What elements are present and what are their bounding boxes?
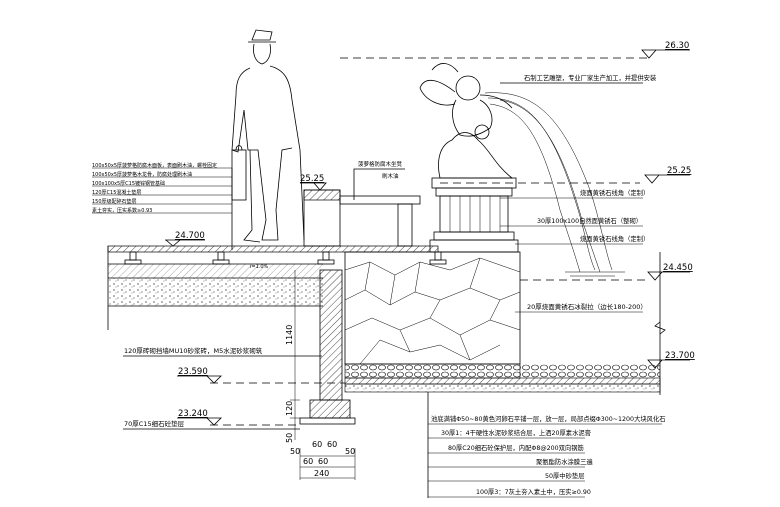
svg-text:30厚100x100自然面黄锈石（整砌）: 30厚100x100自然面黄锈石（整砌） bbox=[537, 216, 642, 225]
stone-wall bbox=[344, 251, 666, 395]
svg-text:菠萝格防腐木坐凳: 菠萝格防腐木坐凳 bbox=[358, 160, 403, 168]
elevation-23-240: 23.240 bbox=[178, 409, 208, 419]
dim-lower-b: 60 bbox=[318, 457, 328, 466]
deck-label: 150厚级配碎石垫层 bbox=[92, 198, 137, 205]
water-jet bbox=[484, 92, 625, 277]
svg-text:100厚3：7灰土夯入素土中，压实≥0.90: 100厚3：7灰土夯入素土中，压实≥0.90 bbox=[476, 487, 591, 496]
deck: i=1.0% bbox=[107, 245, 447, 330]
dim-right-offset: 50 bbox=[345, 447, 355, 456]
dim-lower-a: 60 bbox=[303, 457, 313, 466]
sculpture-pedestal bbox=[429, 177, 519, 253]
deck-label: 100x50x5厚菠萝格防腐木面板，表面刷木油，螺栓固定 bbox=[92, 162, 217, 169]
planter-bench bbox=[303, 189, 421, 247]
elevation-24-700: 24.700 bbox=[175, 231, 205, 241]
deck-label: 120厚C15混凝土垫层 bbox=[92, 189, 141, 196]
dim-base: 50 bbox=[285, 433, 294, 443]
dim-upper-a: 60 bbox=[312, 440, 322, 449]
deck-label: 100x50x5厚菠萝格木龙骨，防腐处理刷木油 bbox=[92, 171, 192, 178]
deck-label: 素土夯实，压实系数≥0.93 bbox=[92, 207, 152, 214]
deck-label: 100x100x5厚C15镀锌钢管基础 bbox=[92, 180, 165, 187]
elevation-25-25-right: 25.25 bbox=[667, 166, 691, 176]
dim-left-offset: 50 bbox=[290, 447, 300, 456]
sculpture-label: 石制工艺雕塑，专业厂家生产加工，并提供安装 bbox=[524, 73, 657, 82]
dim-footing-height: 120 bbox=[285, 401, 294, 416]
elevation-markers: 26.30 25.25 24.450 23.700 24.700 25.25 2… bbox=[164, 41, 695, 426]
stone-trim-labels: 烧面黄锈石线角（定制） 30厚100x100自然面黄锈石（整砌） 烧面黄锈石线角… bbox=[500, 188, 649, 313]
svg-text:80厚C20细石砼保护层，内配Φ8@200双向钢筋: 80厚C20细石砼保护层，内配Φ8@200双向钢筋 bbox=[448, 443, 584, 452]
svg-text:120厚砖砌挡墙MU10砂浆砖，M5水泥砂浆砌筑: 120厚砖砌挡墙MU10砂浆砖，M5水泥砂浆砌筑 bbox=[124, 346, 263, 355]
svg-text:池底满铺Φ50~80黄色河卵石平铺一层，放一层，局部点缀Φ3: 池底满铺Φ50~80黄色河卵石平铺一层，放一层，局部点缀Φ300~1200大块风… bbox=[431, 414, 666, 423]
elevation-26-30: 26.30 bbox=[665, 41, 689, 51]
pond-layer-labels: 池底满铺Φ50~80黄色河卵石平铺一层，放一层，局部点缀Φ300~1200大块风… bbox=[427, 392, 666, 498]
svg-text:70厚C15细石砼垫层: 70厚C15细石砼垫层 bbox=[124, 419, 185, 428]
elevation-25-25-planter: 25.25 bbox=[300, 174, 324, 184]
retaining-wall bbox=[299, 269, 356, 425]
svg-text:30厚1：4干硬性水泥砂浆结合层，上洒20厚素水泥膏: 30厚1：4干硬性水泥砂浆结合层，上洒20厚素水泥膏 bbox=[441, 428, 591, 437]
elevation-23-590: 23.590 bbox=[178, 367, 208, 377]
dimension-lines: 1140 120 50 50 60 60 50 60 60 240 bbox=[285, 270, 356, 480]
svg-text:聚氨酯防水涂膜三遍: 聚氨酯防水涂膜三遍 bbox=[536, 457, 593, 466]
svg-text:20厚烧面黄锈石冰裂拉（边长180-200）: 20厚烧面黄锈石冰裂拉（边长180-200） bbox=[527, 302, 647, 311]
svg-text:50厚中砂垫层: 50厚中砂垫层 bbox=[545, 471, 585, 480]
elevation-23-700: 23.700 bbox=[665, 351, 695, 361]
person-figure-icon bbox=[231, 29, 305, 243]
deck-supports bbox=[124, 251, 447, 265]
bench-label: 菠萝格防腐木坐凳 刷木油 bbox=[353, 160, 405, 200]
svg-text:烧面黄锈石线角（定制）: 烧面黄锈石线角（定制） bbox=[580, 234, 649, 243]
elevation-24-450: 24.450 bbox=[663, 263, 693, 273]
dim-wall-height: 1140 bbox=[285, 325, 294, 345]
wall-labels: 120厚砖砌挡墙MU10砂浆砖，M5水泥砂浆砌筑 70厚C15细石砼垫层 bbox=[123, 346, 322, 430]
svg-text:刷木油: 刷木油 bbox=[382, 172, 399, 180]
dim-upper-b: 60 bbox=[327, 440, 337, 449]
angel-sculpture-icon bbox=[419, 63, 514, 179]
svg-text:烧面黄锈石线角（定制）: 烧面黄锈石线角（定制） bbox=[580, 188, 649, 197]
deck-layer-labels: 100x50x5厚菠萝格防腐木面板，表面刷木油，螺栓固定 100x50x5厚菠萝… bbox=[92, 162, 233, 250]
dim-total-width: 240 bbox=[314, 469, 329, 478]
